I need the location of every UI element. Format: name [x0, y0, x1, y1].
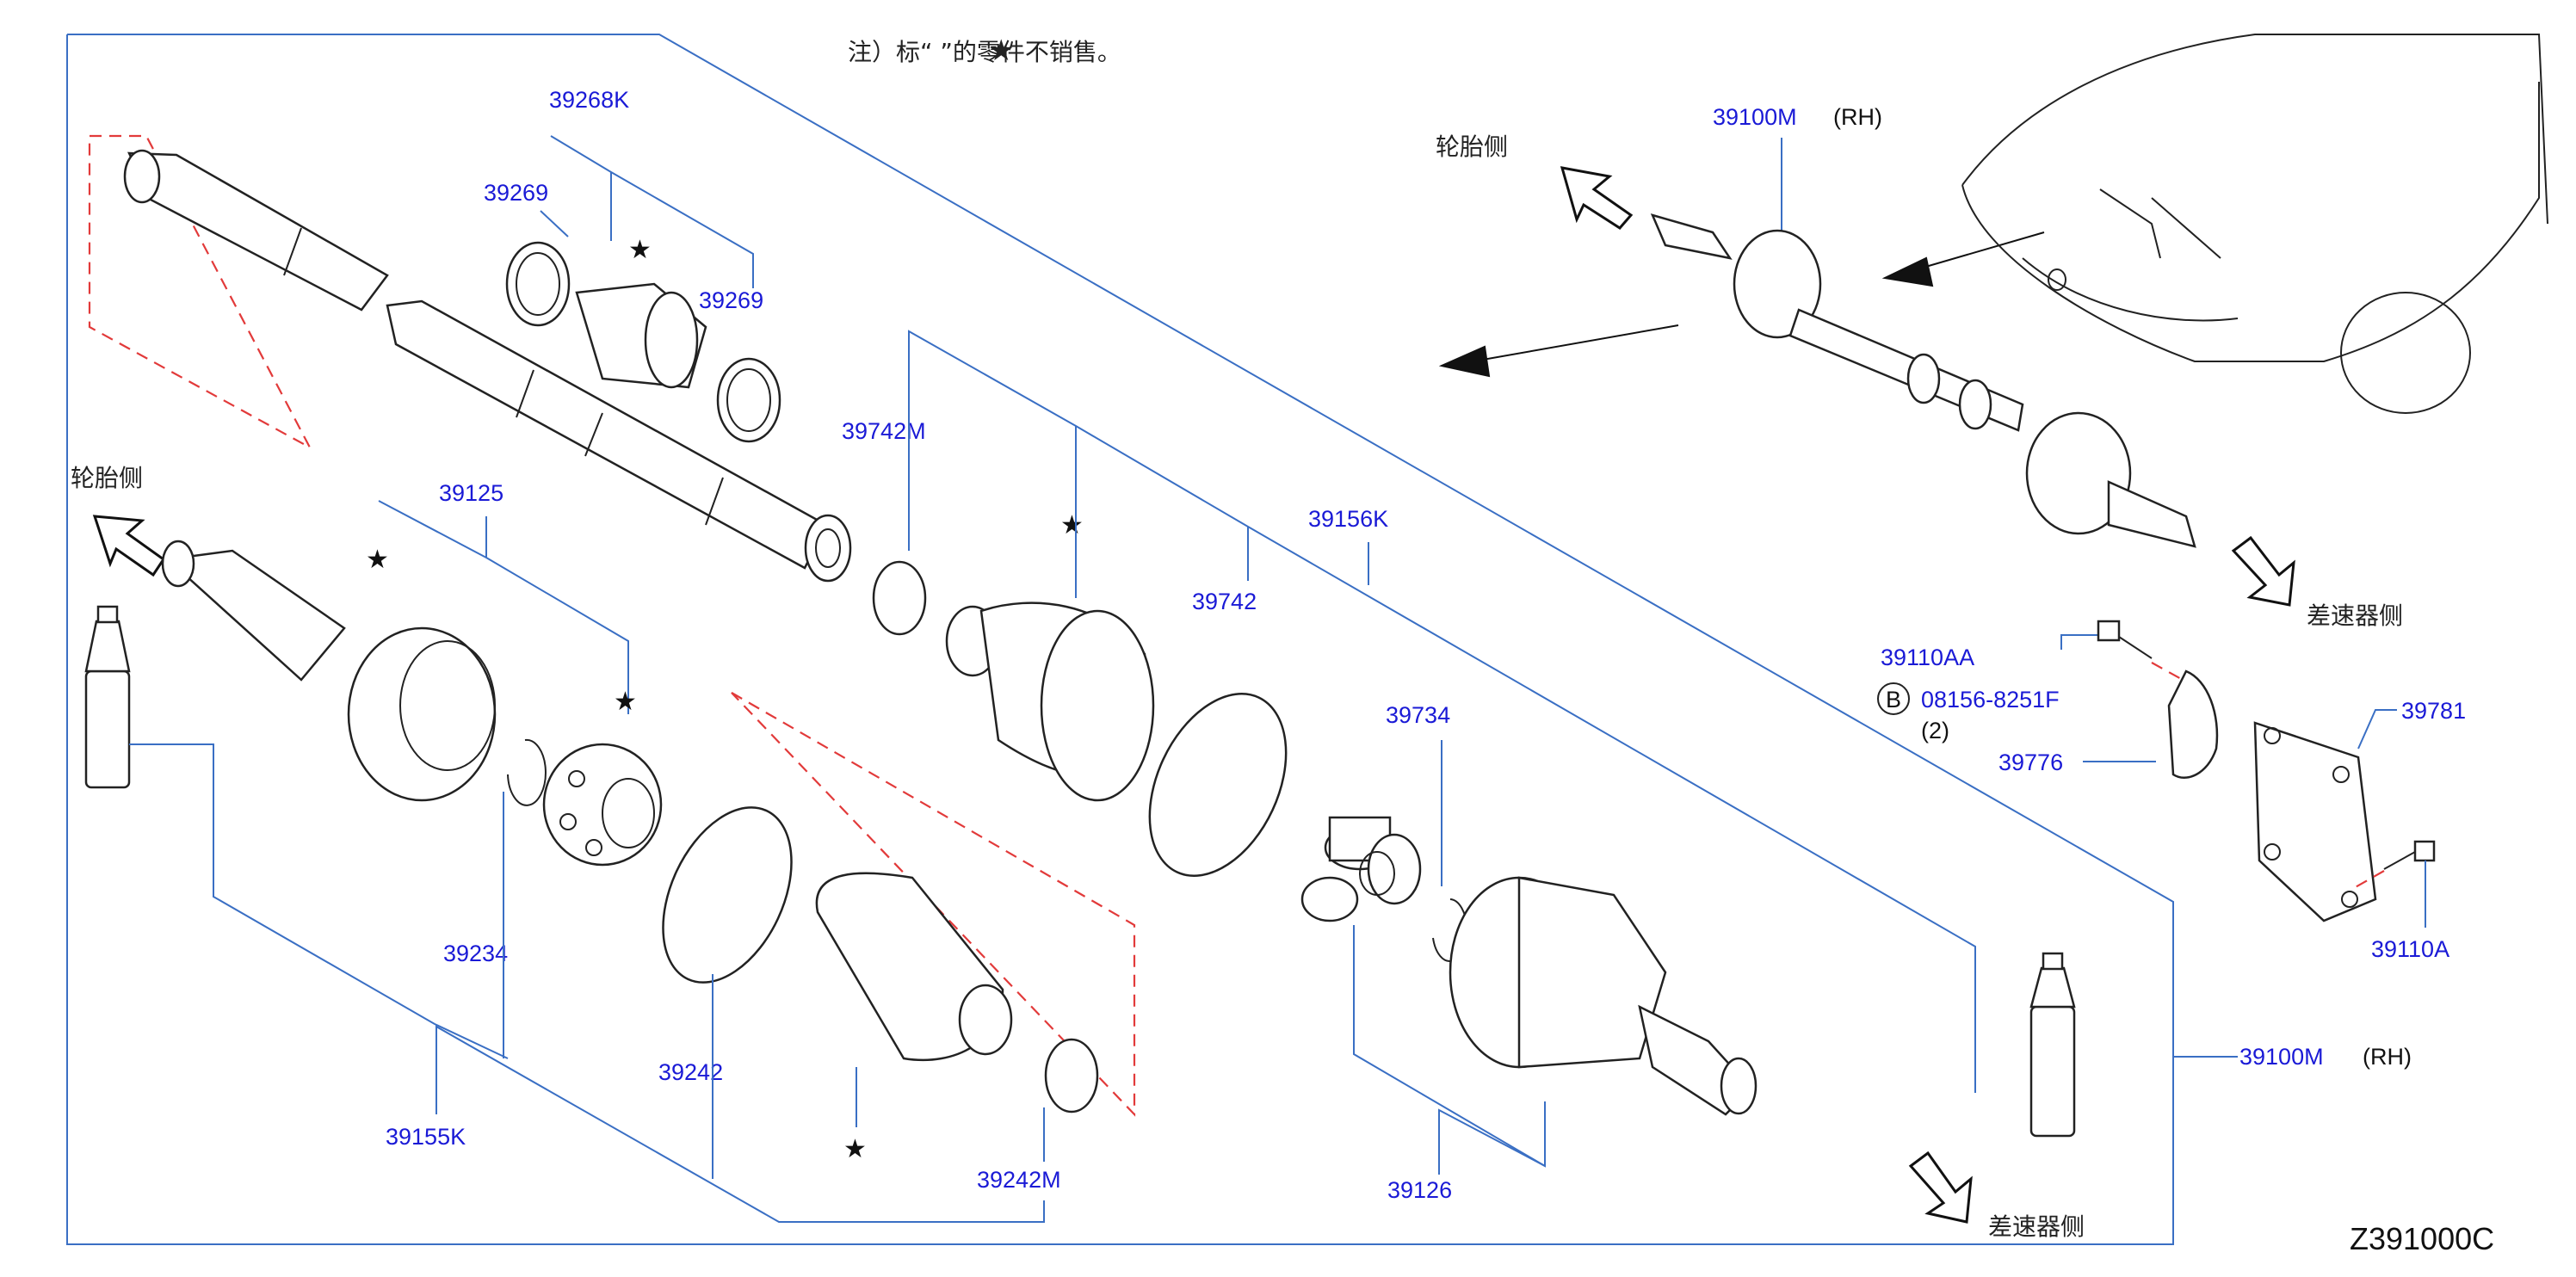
- not-sold-star-icon: ★: [628, 235, 652, 265]
- part-number-39742M[interactable]: 39742M: [842, 418, 926, 444]
- tripod-joint: [1300, 816, 1422, 922]
- bolt-ref-circle: [1877, 682, 1910, 715]
- leader-39125: [378, 500, 629, 714]
- diff-side-label-right: 差速器侧: [2307, 601, 2403, 630]
- bolt-axis-line: [2151, 662, 2191, 685]
- bolt-39110AA: [2097, 620, 2153, 659]
- part-number-39242M[interactable]: 39242M: [977, 1167, 1061, 1193]
- bracket-39776: [2167, 669, 2219, 779]
- tire-side-label-left: 轮胎侧: [71, 464, 143, 492]
- drive-shaft-bar: [88, 134, 852, 583]
- note-text: 注）标“ ”的零件不销售。: [848, 38, 1121, 66]
- part-number-39234[interactable]: 39234: [443, 941, 508, 966]
- leader-39268K: [550, 135, 754, 288]
- leader-39781: [2357, 709, 2397, 750]
- tire-side-arrow-icon-top: [1560, 166, 1634, 230]
- boot-kit-39268K: [505, 241, 781, 443]
- direction-arrow-line: [1462, 324, 1679, 364]
- not-sold-star-icon: ★: [843, 1134, 867, 1164]
- outer-joint-39155K: [161, 540, 497, 802]
- part-number-39155K[interactable]: 39155K: [386, 1124, 466, 1150]
- part-number-39126[interactable]: 39126: [1387, 1177, 1452, 1203]
- bracket-39781: [2253, 721, 2377, 922]
- band-39742: [1148, 693, 1288, 877]
- leader-39110AA: [2060, 634, 2109, 650]
- diagram-code: Z391000C: [2350, 1221, 2494, 1256]
- band-39742M: [872, 560, 927, 636]
- leader-39155K: [436, 1025, 1045, 1223]
- rh-label-top: (RH): [1833, 104, 1882, 130]
- part-number-08156-8251F[interactable]: 08156-8251F: [1921, 687, 2060, 713]
- car-arrow-icon: [1881, 256, 1934, 287]
- bolt-axis-line-2: [2353, 870, 2385, 889]
- part-number-39781[interactable]: 39781: [2401, 698, 2466, 724]
- part-number-39734[interactable]: 39734: [1386, 702, 1450, 728]
- exploded-view-frame: [66, 34, 2174, 1245]
- bolt-39110A: [2383, 840, 2436, 870]
- part-number-39100M-top[interactable]: 39100M: [1713, 104, 1797, 130]
- part-number-39156K[interactable]: 39156K: [1308, 506, 1388, 532]
- tire-side-label-top: 轮胎侧: [1436, 133, 1508, 161]
- boot-band-39242: [662, 806, 793, 984]
- grease-tube-right: [2029, 952, 2076, 1138]
- part-number-39110A[interactable]: 39110A: [2371, 936, 2449, 962]
- inner-boot: [945, 601, 1155, 802]
- note-star-icon: ★: [988, 34, 1014, 68]
- not-sold-star-icon: ★: [1060, 510, 1084, 540]
- part-number-39268K[interactable]: 39268K: [549, 87, 629, 113]
- part-number-39269-right[interactable]: 39269: [699, 287, 763, 313]
- rh-label-bottom: (RH): [2363, 1044, 2412, 1070]
- bolt-qty: (2): [1921, 718, 1949, 743]
- part-number-39100M-bottom[interactable]: 39100M: [2239, 1044, 2324, 1070]
- vehicle-sketch: [1961, 34, 2548, 414]
- leader-39269-left: [540, 210, 569, 238]
- diff-side-arrow-icon-right: [2231, 535, 2295, 607]
- bolt-ref-label: B: [1886, 687, 1901, 713]
- grease-tube-left: [84, 605, 131, 789]
- part-number-39110AA[interactable]: 39110AA: [1881, 645, 1974, 670]
- not-sold-star-icon: ★: [614, 687, 637, 717]
- diff-side-arrow-icon-bottom: [1908, 1151, 1973, 1224]
- part-number-39742[interactable]: 39742: [1192, 589, 1257, 614]
- ball-cage: [542, 743, 663, 867]
- assembled-drive-shaft: [1650, 213, 2196, 548]
- leader-39126: [1438, 1108, 1546, 1175]
- not-sold-star-icon: ★: [366, 545, 389, 575]
- direction-arrow-icon: [1438, 345, 1491, 378]
- part-number-39125[interactable]: 39125: [439, 480, 503, 506]
- tire-side-arrow-icon: [92, 515, 166, 577]
- outer-boot: [731, 692, 1136, 1117]
- part-number-39269-left[interactable]: 39269: [484, 180, 548, 206]
- circlip-39234: [507, 738, 547, 806]
- leader-grease-left: [129, 743, 509, 1059]
- leader-tripod: [1353, 925, 1546, 1168]
- diff-side-label-bottom: 差速器侧: [1988, 1212, 2085, 1241]
- inner-housing-39126: [1449, 876, 1757, 1116]
- part-number-39776[interactable]: 39776: [1998, 750, 2063, 775]
